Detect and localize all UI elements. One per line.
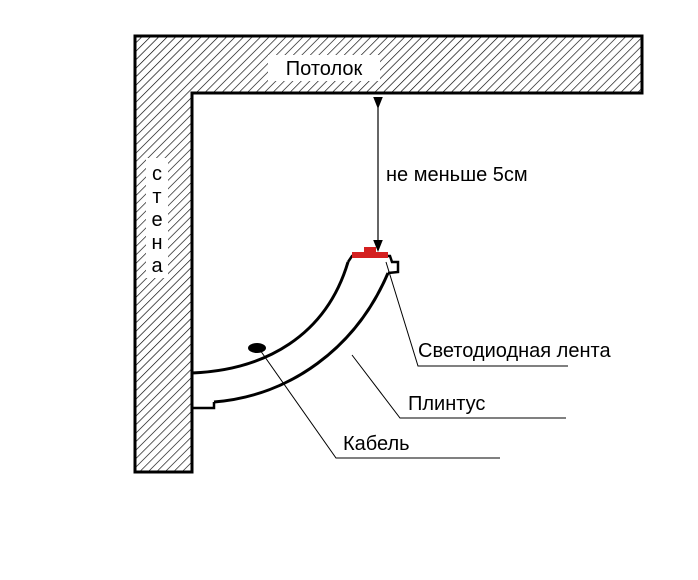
- wall-label: с т е н а: [151, 163, 163, 277]
- ceiling-label-bg: [268, 55, 380, 81]
- molding-outer-curve: [213, 272, 390, 404]
- molding-bottom-step: [190, 373, 216, 410]
- wall-letter: е: [151, 209, 162, 231]
- ceiling-label: Потолок: [286, 58, 363, 80]
- led-leader-line: [385, 261, 568, 367]
- molding-inner-curve: [191, 261, 350, 375]
- cable-leader-line: [259, 349, 500, 459]
- wall-letter: н: [151, 232, 162, 254]
- wall-letter: с: [152, 163, 162, 185]
- cable: [248, 343, 266, 353]
- led-strip-label: Светодиодная лента: [418, 340, 611, 362]
- molding-top-lip: [346, 254, 400, 275]
- molding-label: Плинтус: [408, 393, 485, 415]
- molding-leader-line: [351, 354, 566, 419]
- wall-label-bg: [146, 158, 168, 278]
- cable-label: Кабель: [343, 433, 410, 455]
- molding-profile: [190, 254, 400, 410]
- led-strip: [352, 252, 388, 258]
- distance-label: не меньше 5см: [386, 164, 528, 186]
- led-strip-chip: [364, 247, 376, 253]
- wall-letter: т: [152, 186, 161, 208]
- wall-ceiling-hatch: [133, 34, 644, 474]
- wall-letter: а: [151, 255, 163, 277]
